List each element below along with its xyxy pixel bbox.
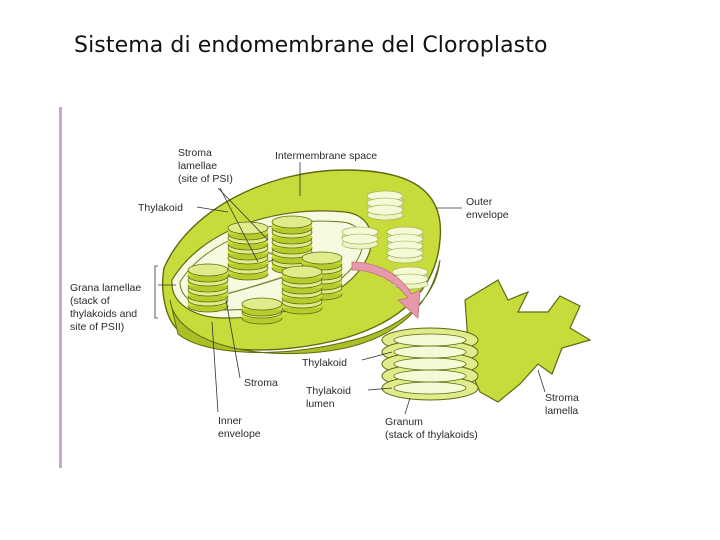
label-grana-lamellae-2: (stack of	[70, 295, 110, 307]
slide-title: Sistema di endomembrane del Cloroplasto	[74, 33, 548, 58]
label-stroma: Stroma	[244, 377, 278, 389]
zoom-arrow	[351, 261, 421, 319]
label-thylakoid-top: Thylakoid	[138, 202, 183, 214]
label-thylakoid-mid: Thylakoid	[302, 357, 347, 369]
label-stroma-lamellae-1: Stroma	[178, 147, 212, 159]
label-outer-envelope-2: envelope	[466, 209, 509, 221]
label-inner-envelope-1: Inner	[218, 415, 242, 427]
svg-text:Stroma: Stroma	[178, 147, 212, 159]
label-grana-lamellae-4: site of PSII)	[70, 321, 124, 333]
label-thylakoid-lumen-1: Thylakoid	[306, 385, 351, 397]
label-granum-1: Granum	[385, 416, 423, 428]
label-granum-2: (stack of thylakoids)	[385, 429, 478, 441]
grana-bracket	[154, 265, 158, 319]
label-grana-lamellae-3: thylakoids and	[70, 308, 137, 320]
svg-text:lamellae: lamellae	[178, 160, 217, 172]
label-grana-lamellae-1: Grana lamellae	[70, 282, 141, 294]
label-stroma-lamella-1: Stroma	[545, 392, 579, 404]
label-stroma-lamellae-3: (site of PSI)	[178, 173, 233, 185]
leader-lines	[158, 162, 546, 415]
label-outer-envelope-1: Outer	[466, 196, 493, 208]
label-thylakoid-lumen-2: lumen	[306, 398, 335, 410]
label-stroma-lamellae-2: lamellae	[178, 160, 217, 172]
label-stroma-lamella-2: lamella	[545, 405, 578, 417]
labels: Stroma lamellae (site of PSI) Intermembr…	[70, 147, 579, 441]
label-inner-envelope-2: envelope	[218, 428, 261, 440]
label-intermembrane-space: Intermembrane space	[275, 150, 377, 162]
svg-text:(site of PSI): (site of PSI)	[178, 173, 233, 185]
figure-edge-bar	[59, 107, 62, 468]
granum-detail	[381, 279, 592, 403]
